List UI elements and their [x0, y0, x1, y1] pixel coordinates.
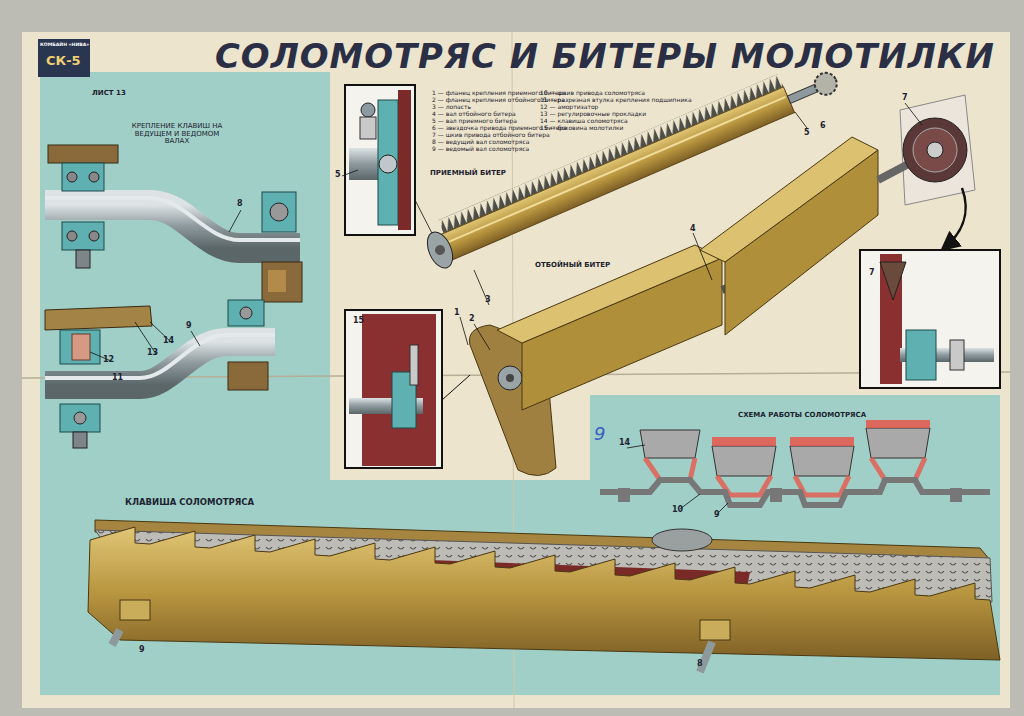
- callout-number: 7: [902, 94, 908, 103]
- callout-number: 13: [147, 349, 158, 358]
- callout-number: 9: [139, 646, 145, 655]
- legend-item: 15 — боковина молотилки: [540, 125, 624, 132]
- logo-text: КОМБАЙН «НИВА»: [40, 42, 89, 47]
- callout-number: 8: [697, 660, 703, 669]
- handwritten-number: 9: [594, 424, 605, 444]
- callout-number: 9: [186, 322, 192, 331]
- part-label: ОТБОЙНЫЙ БИТЕР: [535, 262, 610, 270]
- callout-number: 11: [112, 374, 123, 383]
- callout-number: 1: [454, 309, 460, 318]
- legend-item: 3 — лопасть: [432, 104, 471, 111]
- legend-item: 9 — ведомый вал соломотряса: [432, 146, 529, 153]
- callout-number: 7: [869, 269, 875, 278]
- legend-item: 11 — разрезная втулка крепления подшипни…: [540, 97, 692, 104]
- poster-title: СОЛОМОТРЯС И БИТЕРЫ МОЛОТИЛКИ: [215, 38, 995, 75]
- callout-number: 5: [804, 129, 810, 138]
- callout-number: 10: [672, 506, 683, 515]
- legend-item: 5 — вал приемного битера: [432, 118, 517, 125]
- legend-item: 10 — шкив привода соломотряса: [540, 90, 645, 97]
- part-label: КЛАВИША СОЛОМОТРЯСА: [125, 498, 254, 507]
- legend-item: 13 — регулировочные прокладки: [540, 111, 646, 118]
- callout-number: 5: [335, 171, 341, 180]
- callout-number: 3: [485, 296, 491, 305]
- callout-number: 2: [469, 315, 475, 324]
- callout-number: 8: [237, 200, 243, 209]
- legend-item: 8 — ведущий вал соломотряса: [432, 139, 529, 146]
- callout-number: 4: [690, 225, 696, 234]
- legend-item: 4 — вал отбойного битера: [432, 111, 516, 118]
- callout-number: 6: [820, 122, 826, 131]
- logo-text: СК-5: [46, 54, 81, 68]
- callout-number: 14: [619, 439, 630, 448]
- legend-item: 12 — амортизатор: [540, 104, 598, 111]
- legend-item: 14 — клавиша соломотряса: [540, 118, 628, 125]
- legend-item: 7 — шкив привода отбойного битера: [432, 132, 550, 139]
- part-label: ПРИЕМНЫЙ БИТЕР: [430, 170, 506, 178]
- callout-number: 12: [103, 356, 114, 365]
- section-heading: КРЕПЛЕНИЕ КЛАВИШ НА ВЕДУЩЕМ И ВЕДОМОМ ВА…: [122, 123, 232, 146]
- callout-number: 9: [714, 511, 720, 520]
- sheet-number: ЛИСТ 13: [92, 90, 126, 98]
- callout-number: 14: [163, 337, 174, 346]
- callout-number: 15: [353, 317, 364, 326]
- part-label: СХЕМА РАБОТЫ СОЛОМОТРЯСА: [738, 412, 866, 420]
